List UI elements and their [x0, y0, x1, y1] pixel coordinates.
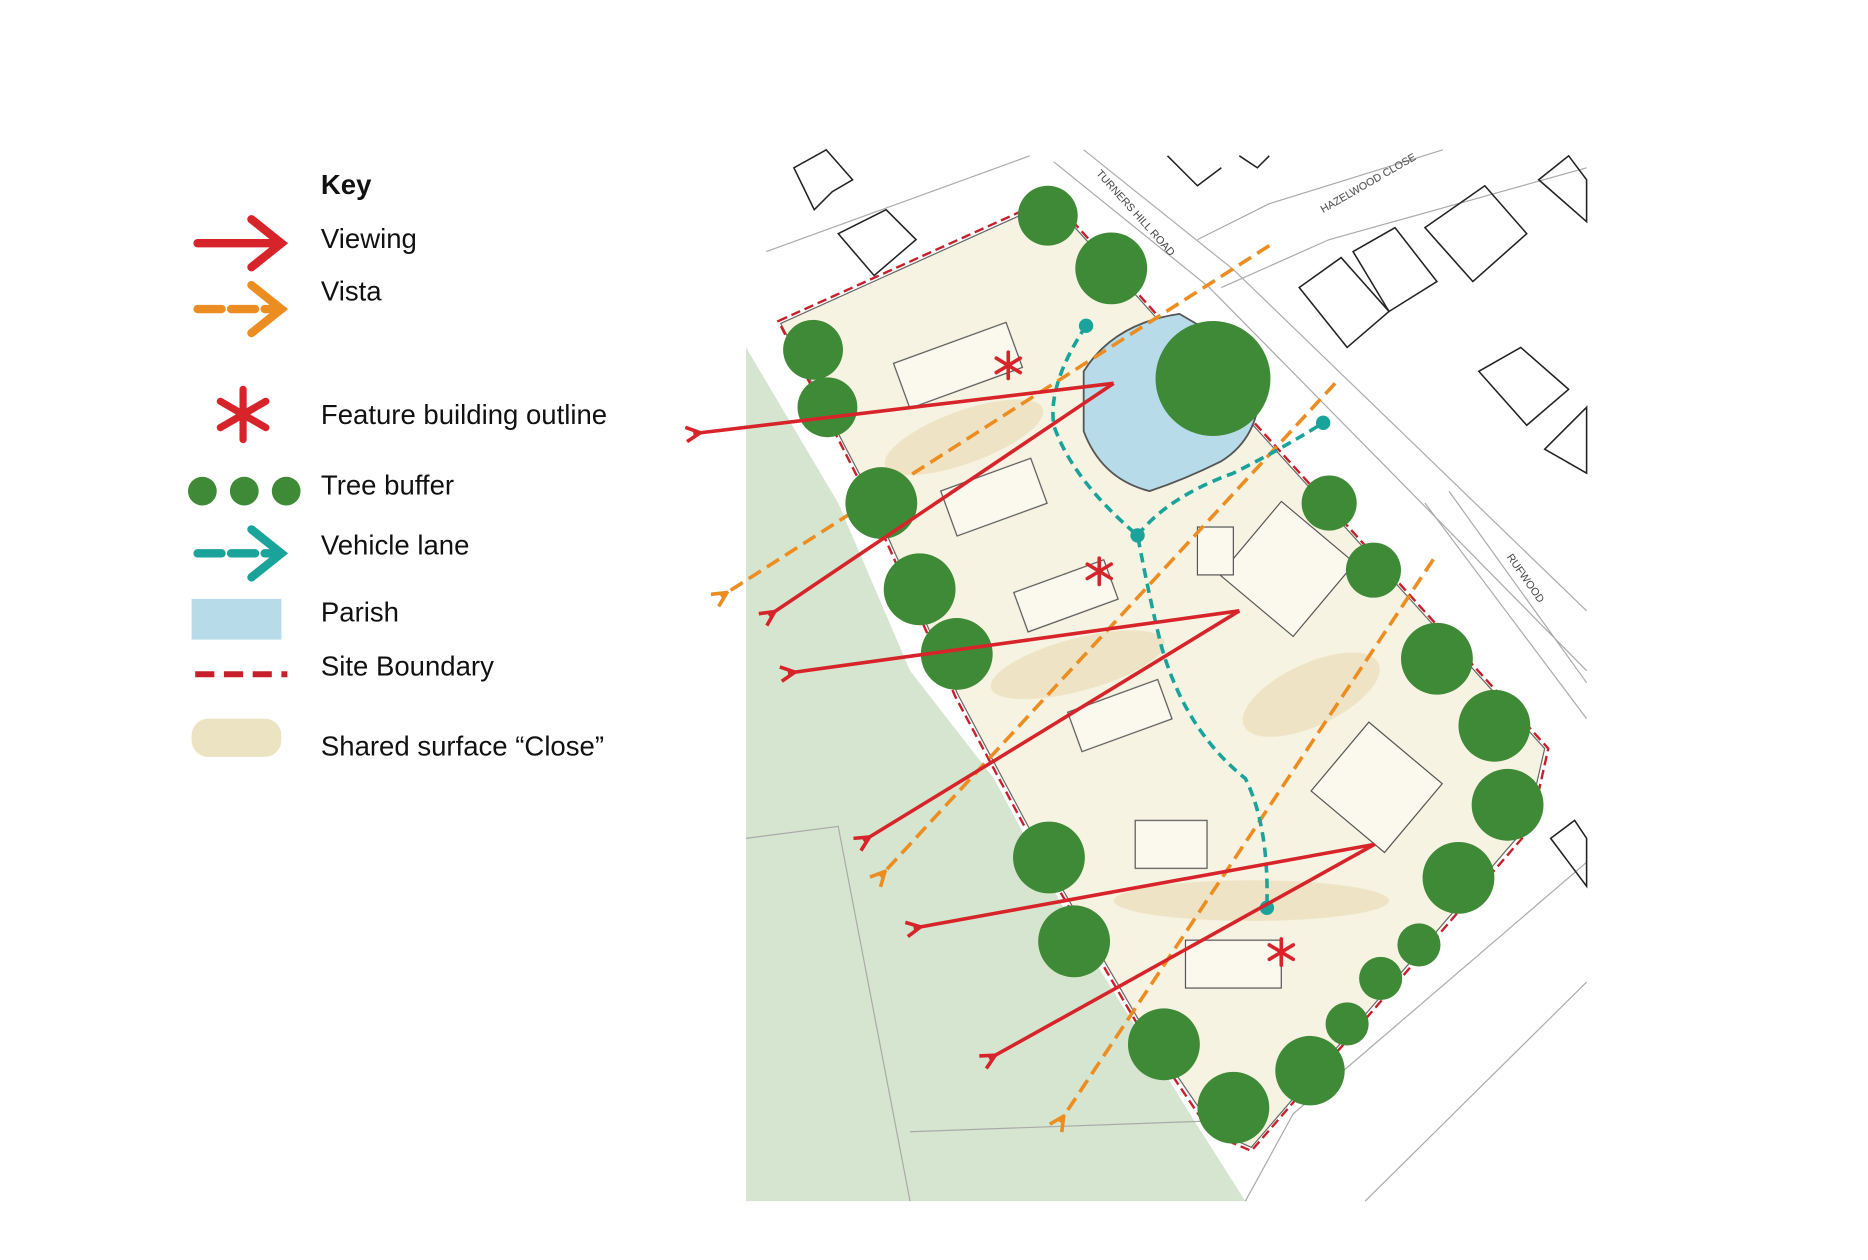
buildings [792, 148, 1588, 989]
site-map: TURNERS HILL ROAD HAZELWOOD CLOSE RUFWOO… [693, 148, 1588, 1202]
legend: Key Viewing Vista Feature building outli… [187, 169, 607, 762]
vista-line [721, 244, 1271, 597]
feature-asterisk-icon [1085, 556, 1114, 587]
viewing-arrow [693, 381, 1114, 433]
field-lines [745, 825, 1588, 1202]
viewing-arrow [914, 842, 1375, 928]
feature-asterisk-icon [994, 350, 1023, 381]
teal-dashed-arrow-icon [193, 525, 289, 582]
vista-line [1060, 558, 1435, 1122]
viewing-arrow [788, 609, 1240, 673]
vehicle-lane [1051, 324, 1325, 908]
shared-surface-areas [884, 399, 1390, 921]
legend-label-feature-building: Feature building outline [321, 399, 607, 430]
feature-asterisk-icon [1267, 937, 1296, 968]
blue-swatch-icon [191, 598, 282, 640]
red-asterisk-icon [216, 385, 270, 444]
legend-label-tree-buffer: Tree buffer [321, 470, 454, 501]
legend-title: Key [321, 169, 372, 200]
orange-dashed-arrow-icon [193, 280, 289, 338]
cream-swatch-icon [191, 718, 282, 757]
viewing-arrow [769, 381, 1115, 615]
legend-label-parish: Parish [321, 597, 399, 628]
feature-building-markers [994, 350, 1296, 968]
green-field [746, 347, 1246, 1202]
red-arrow-icon [193, 215, 289, 272]
viewing-arrows [693, 381, 1376, 1058]
viewing-arrow [989, 842, 1376, 1058]
legend-label-vehicle-lane: Vehicle lane [321, 530, 469, 561]
tree-buffer [783, 185, 1544, 1144]
tree-dots-icon [187, 476, 301, 506]
legend-label-vista: Vista [321, 276, 382, 307]
viewing-arrow [863, 609, 1241, 841]
legend-label-shared-surface: Shared surface “Close” [321, 731, 604, 762]
legend-label-site-boundary: Site Boundary [321, 651, 494, 682]
legend-label-viewing: Viewing [321, 223, 417, 254]
